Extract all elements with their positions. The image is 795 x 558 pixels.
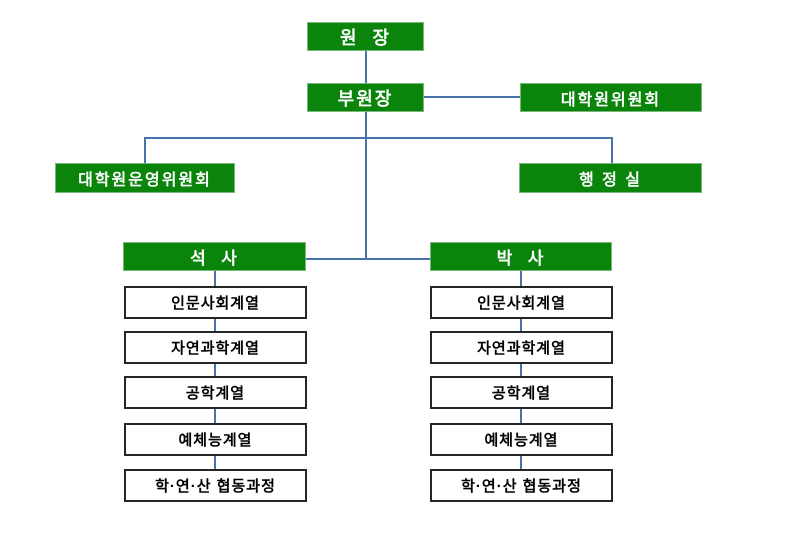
connector-masters-column (214, 270, 216, 469)
node-masters-track-humanities: 인문사회계열 (124, 286, 307, 319)
node-doctoral-track-cooperative: 학·연·산 협동과정 (430, 469, 613, 502)
node-masters-track-cooperative: 학·연·산 협동과정 (124, 469, 307, 502)
node-operations-committee: 대학원운영위원회 (55, 163, 235, 193)
node-director: 원 장 (307, 22, 424, 51)
connector-vice-trunk (365, 112, 367, 259)
connector-doctoral-column (520, 271, 522, 469)
connector-operations-committee-drop (144, 139, 146, 163)
node-vice-director: 부원장 (307, 83, 424, 112)
node-doctoral: 박 사 (430, 242, 612, 271)
node-doctoral-track-engineering: 공학계열 (430, 376, 613, 409)
connector-masters-doctoral (306, 258, 432, 260)
node-masters-track-natural-sciences: 자연과학계열 (124, 331, 307, 364)
connector-vice-graduate-committee (424, 96, 520, 98)
node-doctoral-track-natural-sciences: 자연과학계열 (430, 331, 613, 364)
node-masters: 석 사 (123, 242, 306, 271)
node-graduate-committee: 대학원위원회 (520, 83, 702, 112)
node-masters-track-engineering: 공학계열 (124, 376, 307, 409)
node-admin-office: 행 정 실 (519, 163, 702, 193)
node-doctoral-track-arts-physical: 예체능계열 (430, 423, 613, 456)
connector-row2-horizontal (144, 137, 613, 139)
node-doctoral-track-humanities: 인문사회계열 (430, 286, 613, 319)
node-masters-track-arts-physical: 예체능계열 (124, 423, 307, 456)
connector-director-vice (365, 51, 367, 83)
connector-admin-office-drop (611, 139, 613, 163)
